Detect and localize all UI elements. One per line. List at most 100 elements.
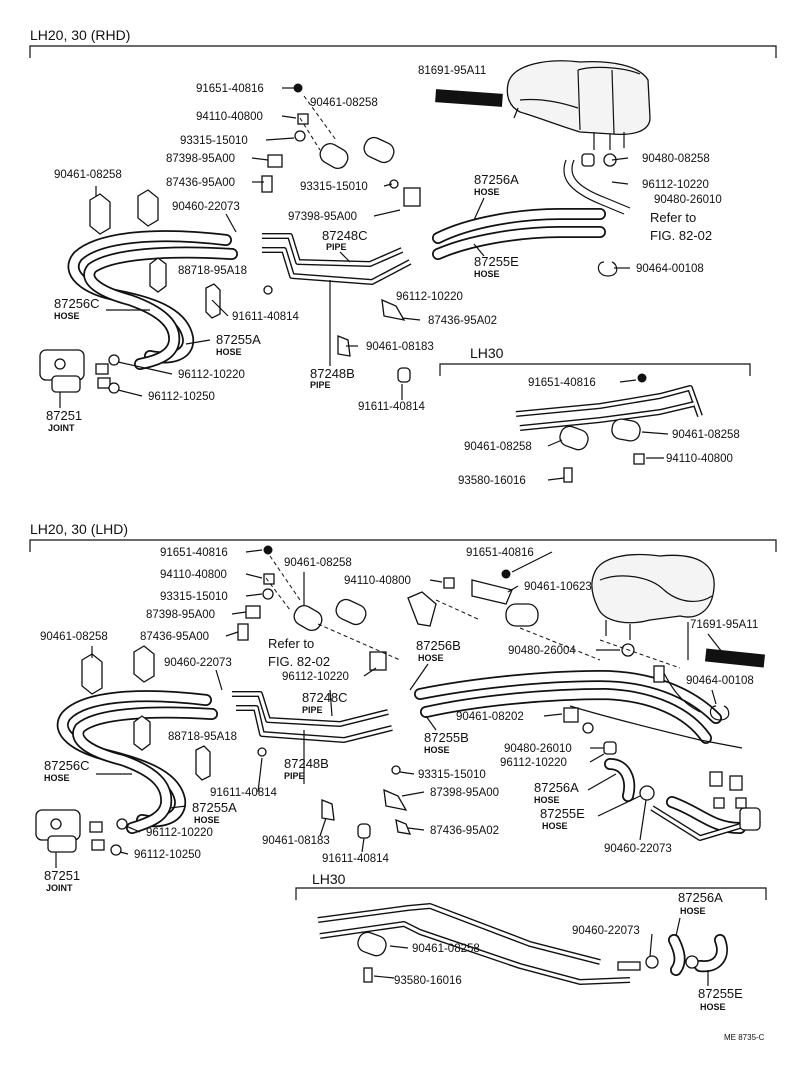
hose-87256a-rhd	[432, 208, 606, 260]
pipe-87248-lhd	[232, 691, 393, 743]
label-87256B-sub: HOSE	[418, 653, 444, 663]
label-87436-95A00: 87436-95A00	[166, 177, 235, 189]
label-90464-00108: 90464-00108	[636, 263, 704, 275]
clamps-rhd	[89, 83, 618, 394]
label-90480-26010: 90480-26010	[654, 194, 722, 206]
label-lh30-91651-40816: 91651-40816	[528, 377, 596, 389]
label-lh30-93580-16016: 93580-16016	[394, 975, 462, 987]
gasket-81691	[435, 89, 503, 107]
lh30-bracket-bottom	[295, 887, 767, 900]
label-90461-10623: 90461-10623	[524, 581, 592, 593]
label-91611-40814-a: 91611-40814	[232, 311, 300, 323]
lh30-box-lhd: LH30 87256A HOSE 90460-22073 90461-08258	[295, 871, 767, 1012]
label-87255B: 87255B	[424, 730, 469, 745]
label-87256C-lhd: 87256C	[44, 758, 90, 773]
section-title-lh30-top: LH30	[470, 345, 504, 361]
section-rhd: LH20, 30 (RHD)	[29, 27, 777, 487]
label-90461-08183: 90461-08183	[366, 341, 434, 353]
label-87398-95A00: 87398-95A00	[166, 153, 235, 165]
label-refer-1-lhd: Refer to	[268, 636, 314, 651]
label-87248C: 87248C	[322, 228, 368, 243]
section-title-lhd: LH20, 30 (LHD)	[30, 521, 128, 537]
label-81691-95A11: 81691-95A11	[418, 65, 486, 77]
section-lhd: LH20, 30 (LHD)	[29, 521, 777, 1042]
label-lh30-90461-08258-l: 90461-08258	[464, 441, 532, 453]
label-90480-26004: 90480-26004	[508, 645, 576, 657]
label-lh30-90461-08258-r: 90461-08258	[672, 429, 740, 441]
label-87248C-sub-lhd: PIPE	[302, 705, 323, 715]
joint-87251-rhd	[39, 349, 111, 393]
section-title-rhd: LH20, 30 (RHD)	[30, 27, 130, 43]
label-88718-95A18-lhd: 88718-95A18	[168, 731, 237, 743]
label-91651-40816: 91651-40816	[196, 83, 264, 95]
label-93315-15010-b: 93315-15010	[300, 181, 368, 193]
label-lh30-94110-40800: 94110-40800	[666, 453, 733, 465]
label-96112-10220-r: 96112-10220	[642, 179, 709, 191]
label-87255A-lhd: 87255A	[192, 800, 237, 815]
label-87256A-sub: HOSE	[474, 187, 500, 197]
label-87251-sub-lhd: JOINT	[46, 883, 73, 893]
label-refer-2-lhd: FIG. 82-02	[268, 654, 330, 669]
label-87248B: 87248B	[310, 366, 355, 381]
label-87248B-sub-lhd: PIPE	[284, 771, 305, 781]
hose-87256c-lhd	[56, 690, 218, 834]
label-87436-95A00: 87436-95A00	[140, 631, 209, 643]
label-87398-95A00-a: 87398-95A00	[146, 609, 215, 621]
label-94110-40800-a: 94110-40800	[160, 569, 227, 581]
label-97398-95A00: 97398-95A00	[288, 211, 357, 223]
label-87255E: 87255E	[474, 254, 519, 269]
label-87248B-sub: PIPE	[310, 380, 331, 390]
label-90461-08258-b: 90461-08258	[40, 631, 108, 643]
label-87436-95A02: 87436-95A02	[428, 315, 497, 327]
label-87248B-lhd: 87248B	[284, 756, 329, 771]
label-90460-22073-b: 90460-22073	[604, 843, 672, 855]
leaders-lhd	[55, 549, 723, 868]
label-91611-40814-a-lhd: 91611-40814	[210, 787, 278, 799]
label-90460-22073: 90460-22073	[172, 201, 240, 213]
label-94110-40800-b: 94110-40800	[344, 575, 411, 587]
label-87255A-sub-lhd: HOSE	[194, 815, 220, 825]
labels-rhd: 91651-40816 94110-40800 90461-08258 8169…	[46, 65, 722, 433]
label-87256C: 87256C	[54, 296, 100, 311]
label-90460-22073-a: 90460-22073	[164, 657, 232, 669]
label-90461-08258-top: 90461-08258	[310, 97, 378, 109]
lh30-bracket-top	[439, 363, 751, 376]
labels-lhd: 91651-40816 90461-08258 91651-40816 9411…	[40, 547, 758, 893]
label-90464-00108-lhd: 90464-00108	[686, 675, 754, 687]
leaders-rhd	[59, 87, 630, 408]
section-bracket-rhd	[29, 45, 777, 58]
label-refer-2: FIG. 82-02	[650, 228, 712, 243]
label-91651-40816-b: 91651-40816	[466, 547, 534, 559]
label-lh30-87256A-sub: HOSE	[680, 906, 706, 916]
label-lh30-87255E-sub: HOSE	[700, 1002, 726, 1012]
gasket-71691	[704, 648, 766, 668]
label-87256A: 87256A	[474, 172, 519, 187]
label-87255A-sub: HOSE	[216, 347, 242, 357]
label-90461-08183-lhd: 90461-08183	[262, 835, 330, 847]
label-87256C-sub-lhd: HOSE	[44, 773, 70, 783]
label-87251-sub: JOINT	[48, 423, 75, 433]
label-91651-40816-a: 91651-40816	[160, 547, 228, 559]
label-87255E-sub: HOSE	[474, 269, 500, 279]
footer-code: ME 8735-C	[724, 1033, 765, 1042]
label-87248C-sub: PIPE	[326, 242, 347, 252]
label-93315-15010-a: 93315-15010	[160, 591, 228, 603]
label-lh30-93580-16016: 93580-16016	[458, 475, 526, 487]
label-71691-95A11: 71691-95A11	[690, 619, 758, 631]
label-lh30-87256A: 87256A	[678, 890, 723, 905]
pipe-87248-rhd	[262, 233, 412, 285]
label-87251-lhd: 87251	[44, 868, 80, 883]
label-87398-95A00-b: 87398-95A00	[430, 787, 499, 799]
section-bracket-lhd	[29, 539, 777, 552]
hoses-lower-right-lhd	[604, 758, 761, 841]
label-96112-10220-b-lhd: 96112-10220	[500, 757, 567, 769]
label-90480-08258: 90480-08258	[642, 153, 710, 165]
label-88718-95A18: 88718-95A18	[178, 265, 247, 277]
label-87256B: 87256B	[416, 638, 461, 653]
label-93315-15010-a: 93315-15010	[180, 135, 248, 147]
label-lh30-87255E: 87255E	[698, 986, 743, 1001]
label-90480-26010-lhd: 90480-26010	[504, 743, 572, 755]
hose-87256b-lhd	[414, 670, 722, 744]
heater-unit-lhd	[591, 553, 715, 660]
